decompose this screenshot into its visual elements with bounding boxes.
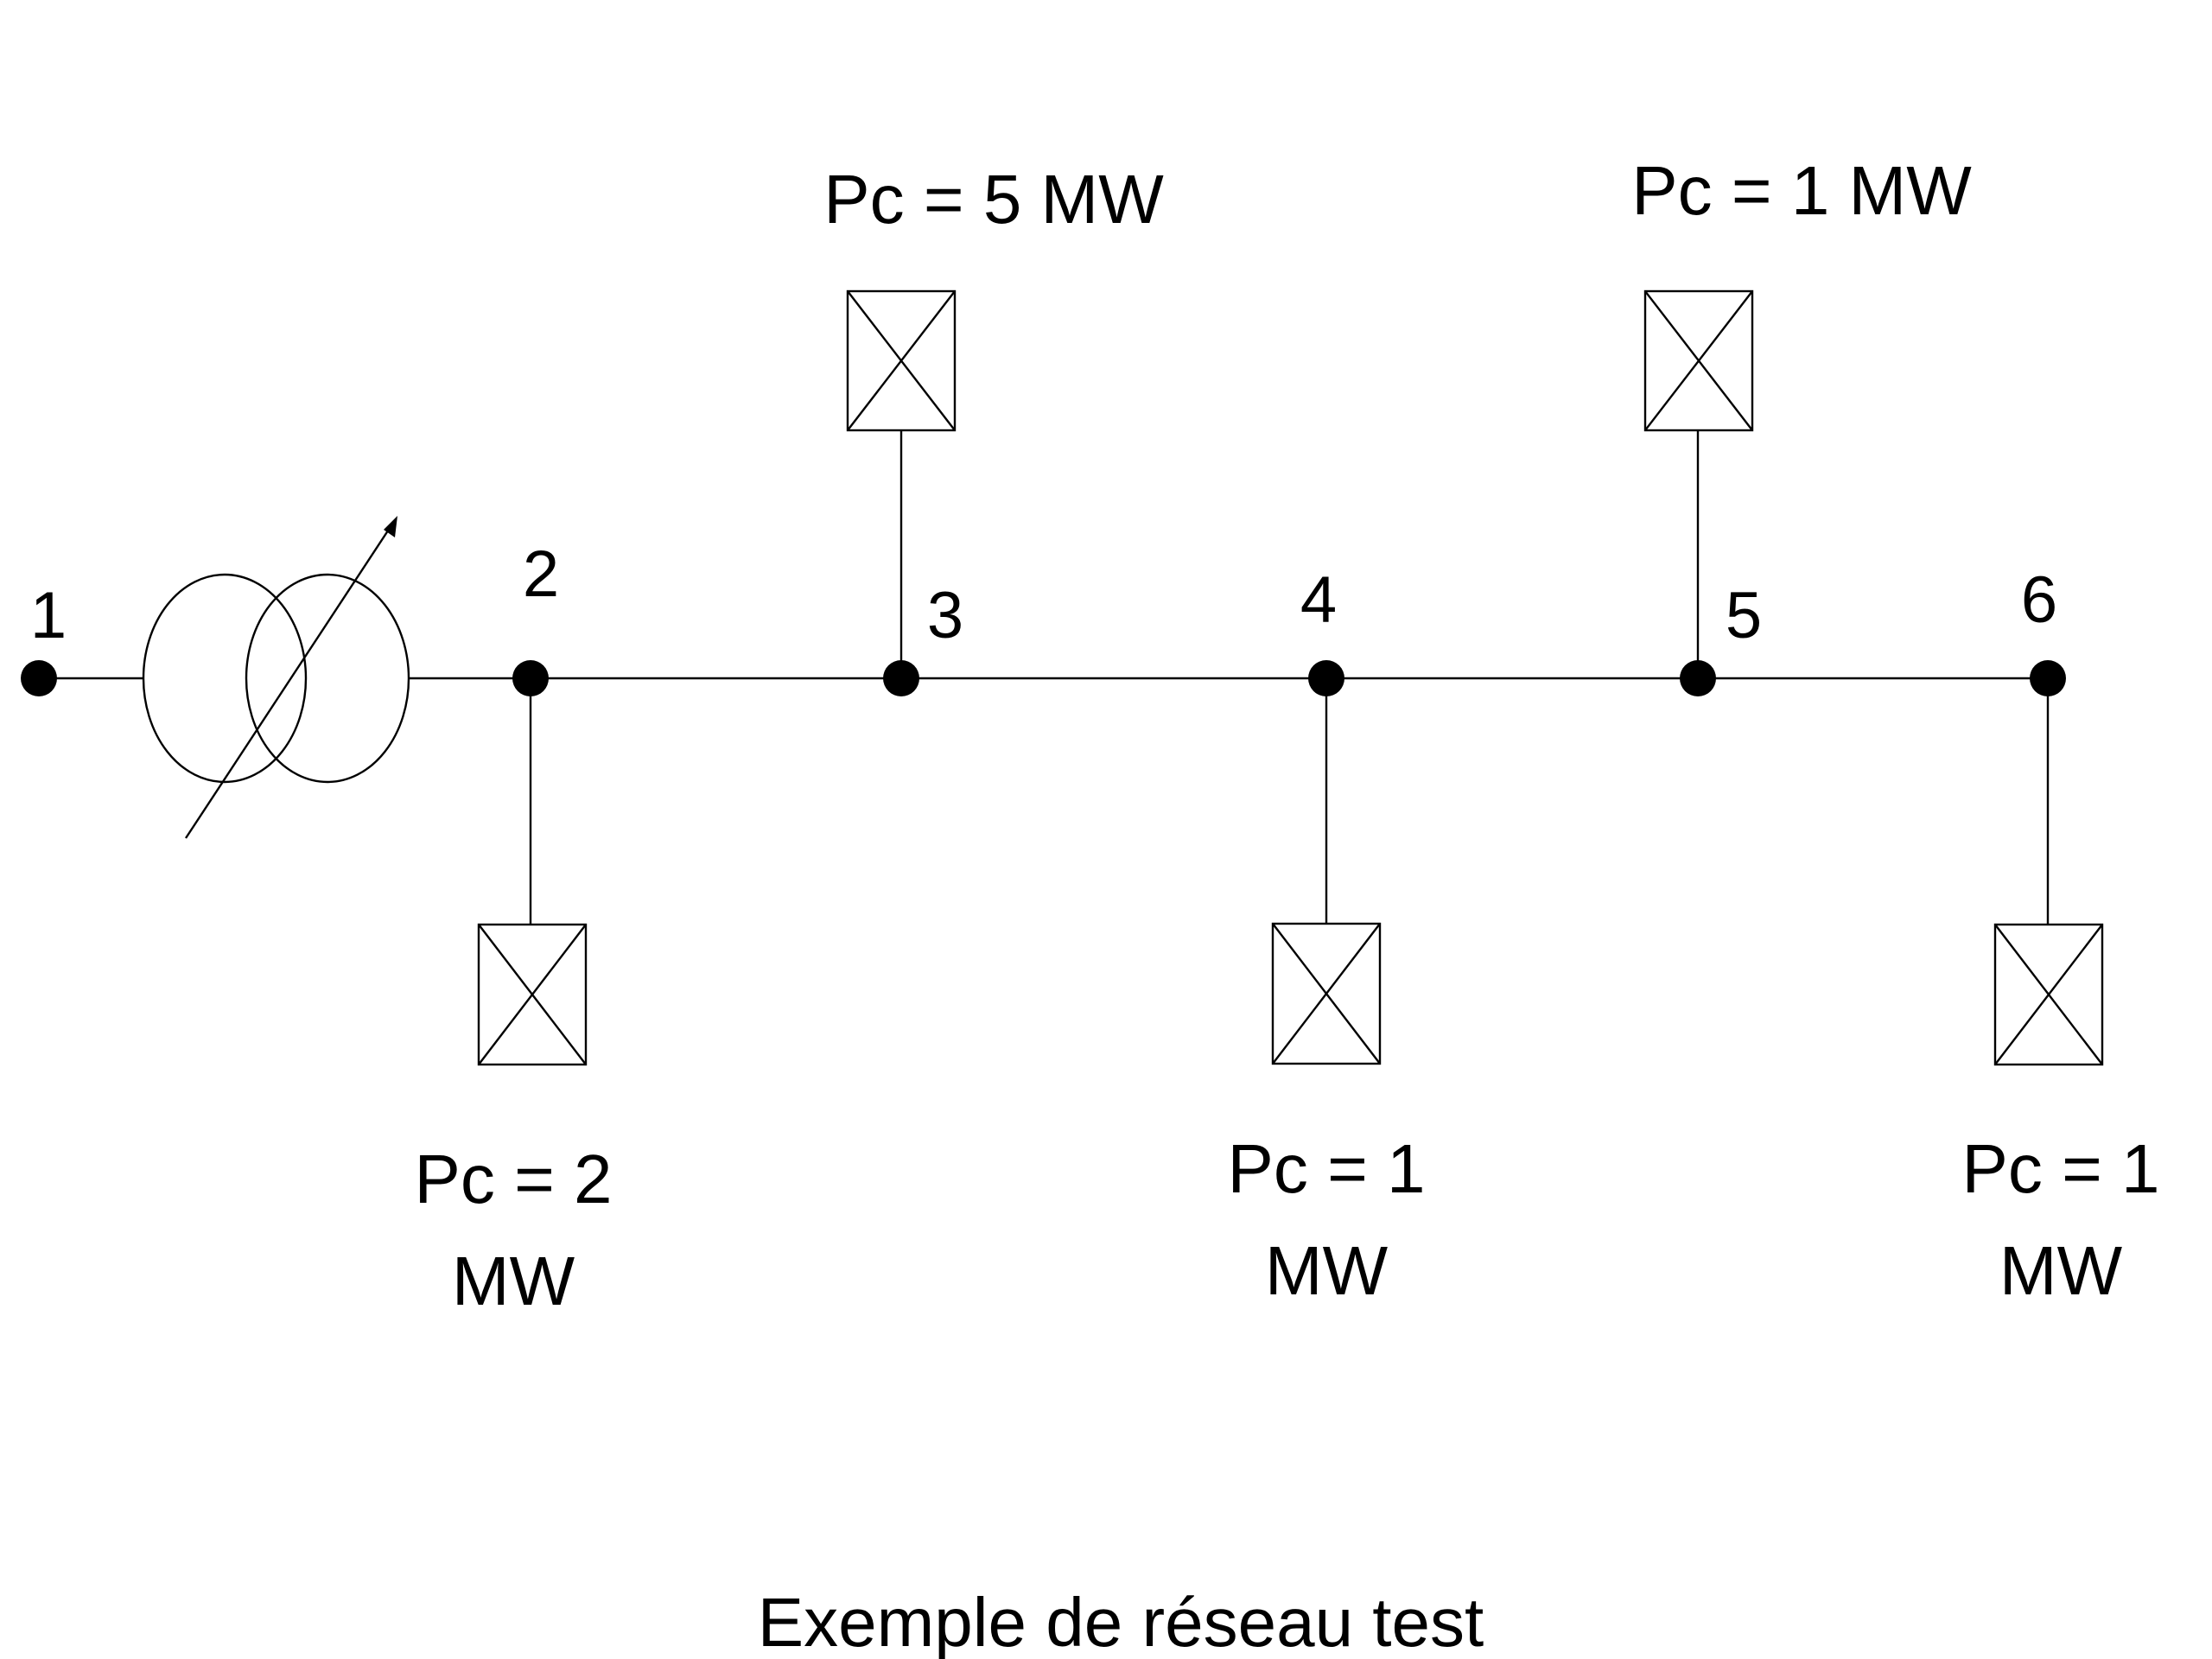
bus-node-2 <box>512 660 549 696</box>
bus-node-5 <box>1680 660 1716 696</box>
variable-transformer-icon <box>142 516 410 839</box>
load-label-node-2-line1: Pc = 2 <box>414 1141 612 1217</box>
bus-node-3 <box>883 660 919 696</box>
tap-changer-arrow <box>184 522 395 839</box>
load-label-node-4-line1: Pc = 1 <box>1227 1130 1425 1207</box>
load-box-node-2 <box>477 923 588 1066</box>
load-label-node-4-line2: MW <box>1265 1232 1389 1309</box>
load-box-node-3 <box>846 289 957 432</box>
node-label-2: 2 <box>523 537 559 611</box>
transformer-primary-winding <box>142 573 308 784</box>
load-box-node-4 <box>1271 922 1382 1065</box>
load-label-node-6-line2: MW <box>1999 1232 2123 1309</box>
load-label-node-6-line1: Pc = 1 <box>1961 1130 2159 1207</box>
diagram-caption: Exemple de réseau test <box>758 1584 1484 1659</box>
tap-changer-arrowhead <box>384 516 397 537</box>
load-label-node-3: Pc = 5 MW <box>823 161 1164 238</box>
node-label-6: 6 <box>2021 563 2057 637</box>
bus-node-1 <box>21 660 57 696</box>
load-box-node-5 <box>1643 289 1754 432</box>
load-label-node-2-line2: MW <box>452 1243 575 1319</box>
node-label-4: 4 <box>1300 563 1337 637</box>
load-label-node-5: Pc = 1 MW <box>1631 152 1972 229</box>
load-box-node-6 <box>1993 923 2104 1066</box>
node-label-3: 3 <box>927 579 963 652</box>
node-label-5: 5 <box>1726 579 1762 652</box>
node-label-1: 1 <box>30 579 67 652</box>
bus-node-6 <box>2030 660 2066 696</box>
transformer-secondary-winding <box>245 573 410 784</box>
bus-node-4 <box>1308 660 1344 696</box>
